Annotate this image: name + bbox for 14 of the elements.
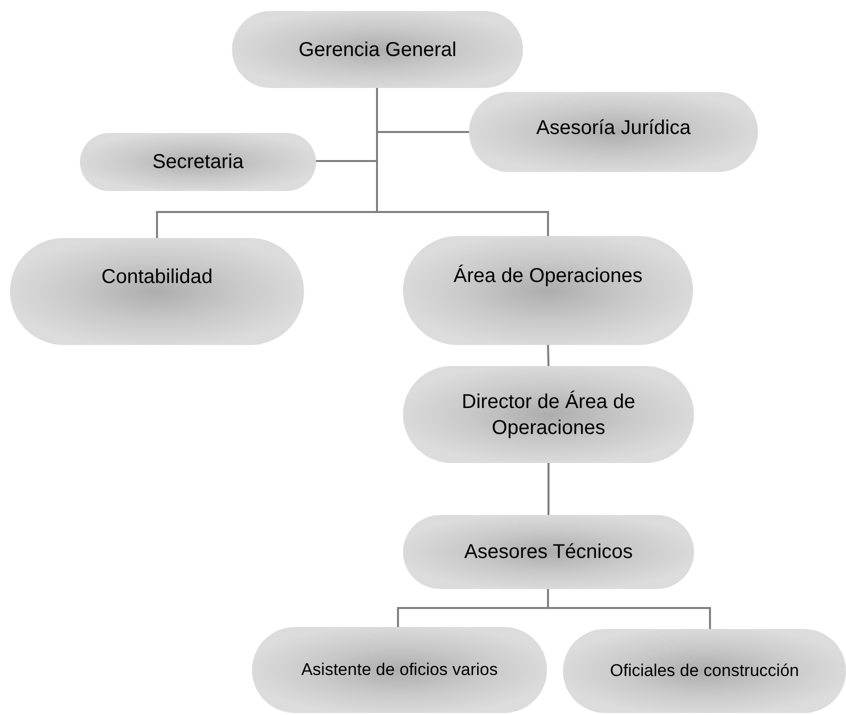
connector-line <box>547 344 550 366</box>
connector-line <box>376 88 549 236</box>
rounded-box <box>563 629 846 713</box>
box-label: Secretaria <box>152 150 244 175</box>
box-label: Área de Operaciones <box>453 264 642 288</box>
connector-line <box>548 463 550 515</box>
box-label: Oficiales de construcción <box>610 660 799 682</box>
box-label: Asesoría Jurídica <box>536 116 691 141</box>
connector-line <box>547 589 711 629</box>
box-label: Asesores Técnicos <box>464 540 633 565</box>
box-label: Gerencia General <box>298 38 456 62</box>
box-label: Director de Área de Operaciones <box>460 390 636 440</box>
box-label: Contabilidad <box>101 264 213 290</box>
box-label: Asistente de oficios varios <box>301 658 498 681</box>
